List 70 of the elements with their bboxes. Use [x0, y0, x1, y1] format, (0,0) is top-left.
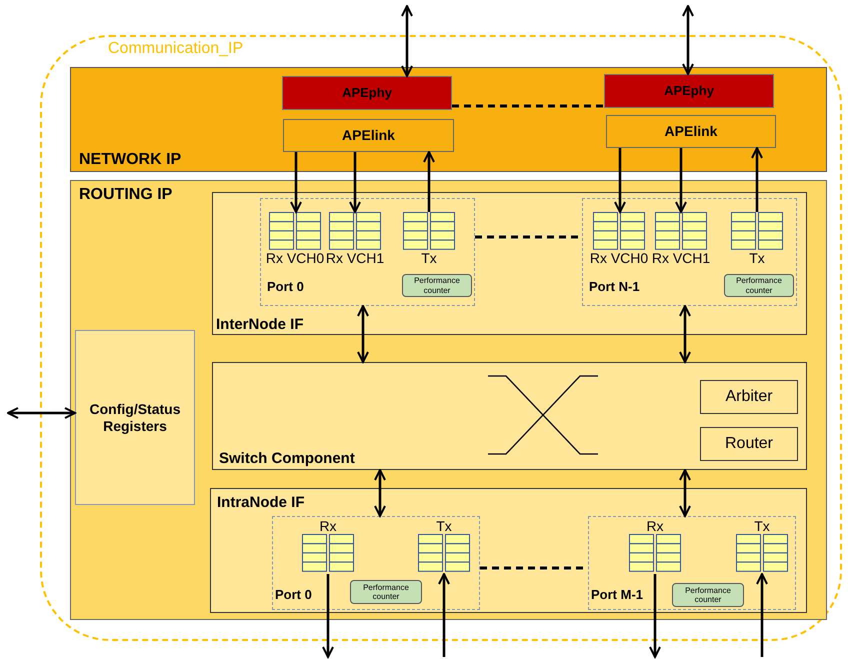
queue-label: Rx VCH1	[326, 250, 384, 266]
counter-box	[402, 274, 472, 297]
arrow	[349, 152, 361, 213]
panel-title: IntraNode IF	[217, 494, 305, 512]
block-panel	[210, 488, 807, 613]
process-box	[283, 119, 454, 152]
dashed-line	[452, 104, 604, 108]
process-box	[700, 380, 798, 414]
port-group-box	[272, 516, 480, 610]
double-arrow	[374, 469, 386, 517]
counter-box	[350, 580, 422, 604]
process-box	[606, 115, 776, 148]
box-label: Performance counter	[735, 276, 783, 295]
counter-box	[672, 583, 744, 607]
double-arrow	[401, 5, 413, 77]
queue-label: Rx	[646, 518, 664, 534]
box-label: APElink	[342, 127, 395, 144]
arrow	[290, 152, 302, 213]
queue-label: Rx	[319, 518, 337, 534]
box-label: Performance counter	[684, 586, 732, 604]
port-label: Port 0	[275, 588, 312, 603]
counter-box	[724, 274, 794, 297]
block-panel	[70, 180, 827, 620]
port-label: Port M-1	[591, 588, 643, 603]
double-arrow	[7, 407, 76, 419]
box-label: Performance counter	[413, 276, 461, 295]
port-group-box	[588, 516, 796, 610]
queue-label: Tx	[436, 518, 452, 534]
arrow	[438, 573, 450, 657]
port-label: Port N-1	[589, 280, 640, 295]
process-box	[282, 76, 452, 110]
queue-label: Rx VCH1	[652, 250, 710, 266]
process-box	[700, 427, 798, 461]
arrow	[649, 574, 661, 658]
box-label: Config/Status Registers	[88, 401, 182, 434]
process-box	[604, 74, 774, 108]
queue-label: Tx	[421, 250, 437, 266]
box-label: Arbiter	[725, 388, 773, 406]
dashed-boundary	[40, 35, 842, 641]
box-label: APEphy	[664, 84, 714, 98]
arrow	[322, 574, 334, 658]
port-group-box	[260, 198, 475, 306]
arrow	[675, 148, 687, 213]
box-label: APElink	[664, 123, 718, 140]
group-title: Communication_IP	[108, 40, 244, 58]
arrow	[423, 151, 435, 212]
block-panel	[212, 192, 807, 335]
panel-title: ROUTING IP	[79, 186, 172, 204]
register-box	[75, 330, 195, 505]
double-arrow	[679, 469, 691, 517]
port-group-box	[582, 198, 797, 306]
panel-title: InterNode IF	[216, 316, 304, 333]
port-label: Port 0	[267, 280, 304, 295]
double-arrow	[682, 5, 694, 75]
queue-label: Tx	[754, 518, 770, 534]
box-label: Router	[724, 434, 774, 454]
box-label: Performance counter	[362, 582, 410, 602]
block-panel	[70, 67, 827, 172]
queue-label: Rx VCH0	[590, 250, 648, 266]
arrow	[756, 573, 768, 657]
double-arrow	[357, 305, 369, 363]
arrow	[751, 147, 763, 212]
panel-title: Switch Component	[219, 450, 355, 467]
arrow	[614, 148, 626, 213]
box-label: APEphy	[342, 86, 392, 100]
block-panel	[212, 362, 807, 470]
panel-title: NETWORK IP	[79, 150, 182, 169]
double-arrow	[679, 305, 691, 363]
queue-label: Tx	[749, 250, 765, 266]
queue-label: Rx VCH0	[266, 250, 324, 266]
